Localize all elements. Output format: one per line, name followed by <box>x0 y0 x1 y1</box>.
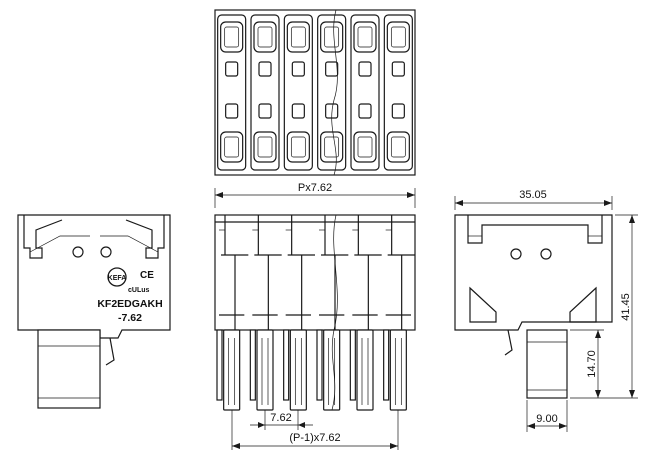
front-view: Px7.62 7.62 (P-1)x7.62 <box>214 182 416 450</box>
left-view-pin <box>37 329 101 409</box>
left-view-inner-left <box>29 235 90 253</box>
dim-width-label: 35.05 <box>519 189 547 201</box>
dim-pitch <box>250 410 313 430</box>
top-view-pole <box>350 14 380 171</box>
right-view-lever <box>504 329 513 356</box>
top-view-pole <box>217 14 247 171</box>
top-view-break-line <box>331 9 338 176</box>
right-view-wedge-left <box>469 286 497 323</box>
ul-mark: cULus <box>128 287 150 294</box>
right-side-view: 35.05 41.45 14.70 9.00 <box>454 189 638 432</box>
dim-pin-width <box>526 400 568 432</box>
left-view-hole-1 <box>72 246 84 258</box>
front-view-pole <box>383 215 415 411</box>
left-view-hole-2 <box>100 246 112 258</box>
left-view-inner-right <box>100 235 159 253</box>
dim-top-width <box>214 188 416 208</box>
dim-bottom-span <box>231 410 399 450</box>
right-view-hole-2 <box>540 248 552 260</box>
dim-top-label: Px7.62 <box>298 182 332 194</box>
right-view-body <box>454 214 613 331</box>
top-view <box>214 9 416 176</box>
top-view-pole <box>250 14 280 171</box>
left-view-latch-right <box>125 215 165 259</box>
dim-width <box>454 196 613 210</box>
model-text: KF2EDGAKH <box>97 298 162 310</box>
front-view-pole <box>249 215 282 411</box>
front-view-pole <box>316 215 349 411</box>
kefa-logo: KEFA <box>107 267 127 287</box>
dim-bottom-label: (P-1)x7.62 <box>289 432 340 444</box>
top-view-pole <box>317 14 347 171</box>
right-view-wedge-right <box>569 286 597 323</box>
right-view-hole-1 <box>510 248 522 260</box>
left-view-lever <box>105 337 115 366</box>
dim-pin-length-label: 14.70 <box>586 350 598 378</box>
front-view-body <box>214 214 416 331</box>
dim-height <box>570 214 638 399</box>
front-view-pole <box>349 215 382 411</box>
top-view-pole <box>283 14 313 171</box>
ce-mark: CE <box>140 270 154 281</box>
dim-pin-width-label: 9.00 <box>536 413 557 425</box>
top-view-pole <box>383 14 413 171</box>
dim-height-label: 41.45 <box>620 293 632 321</box>
right-view-pin <box>526 329 568 399</box>
dim-pitch-label: 7.62 <box>270 412 291 424</box>
brand-text: KEFA <box>108 275 127 282</box>
pitch-text: -7.62 <box>118 312 142 324</box>
left-view-latch-left <box>23 215 63 259</box>
dim-pin-length <box>570 329 604 398</box>
right-view-top-notch <box>467 215 603 244</box>
top-view-outline <box>214 9 416 176</box>
left-side-view: KEFA CE cULus KF2EDGAKH -7.62 <box>17 214 171 409</box>
front-view-break-line <box>331 214 338 411</box>
